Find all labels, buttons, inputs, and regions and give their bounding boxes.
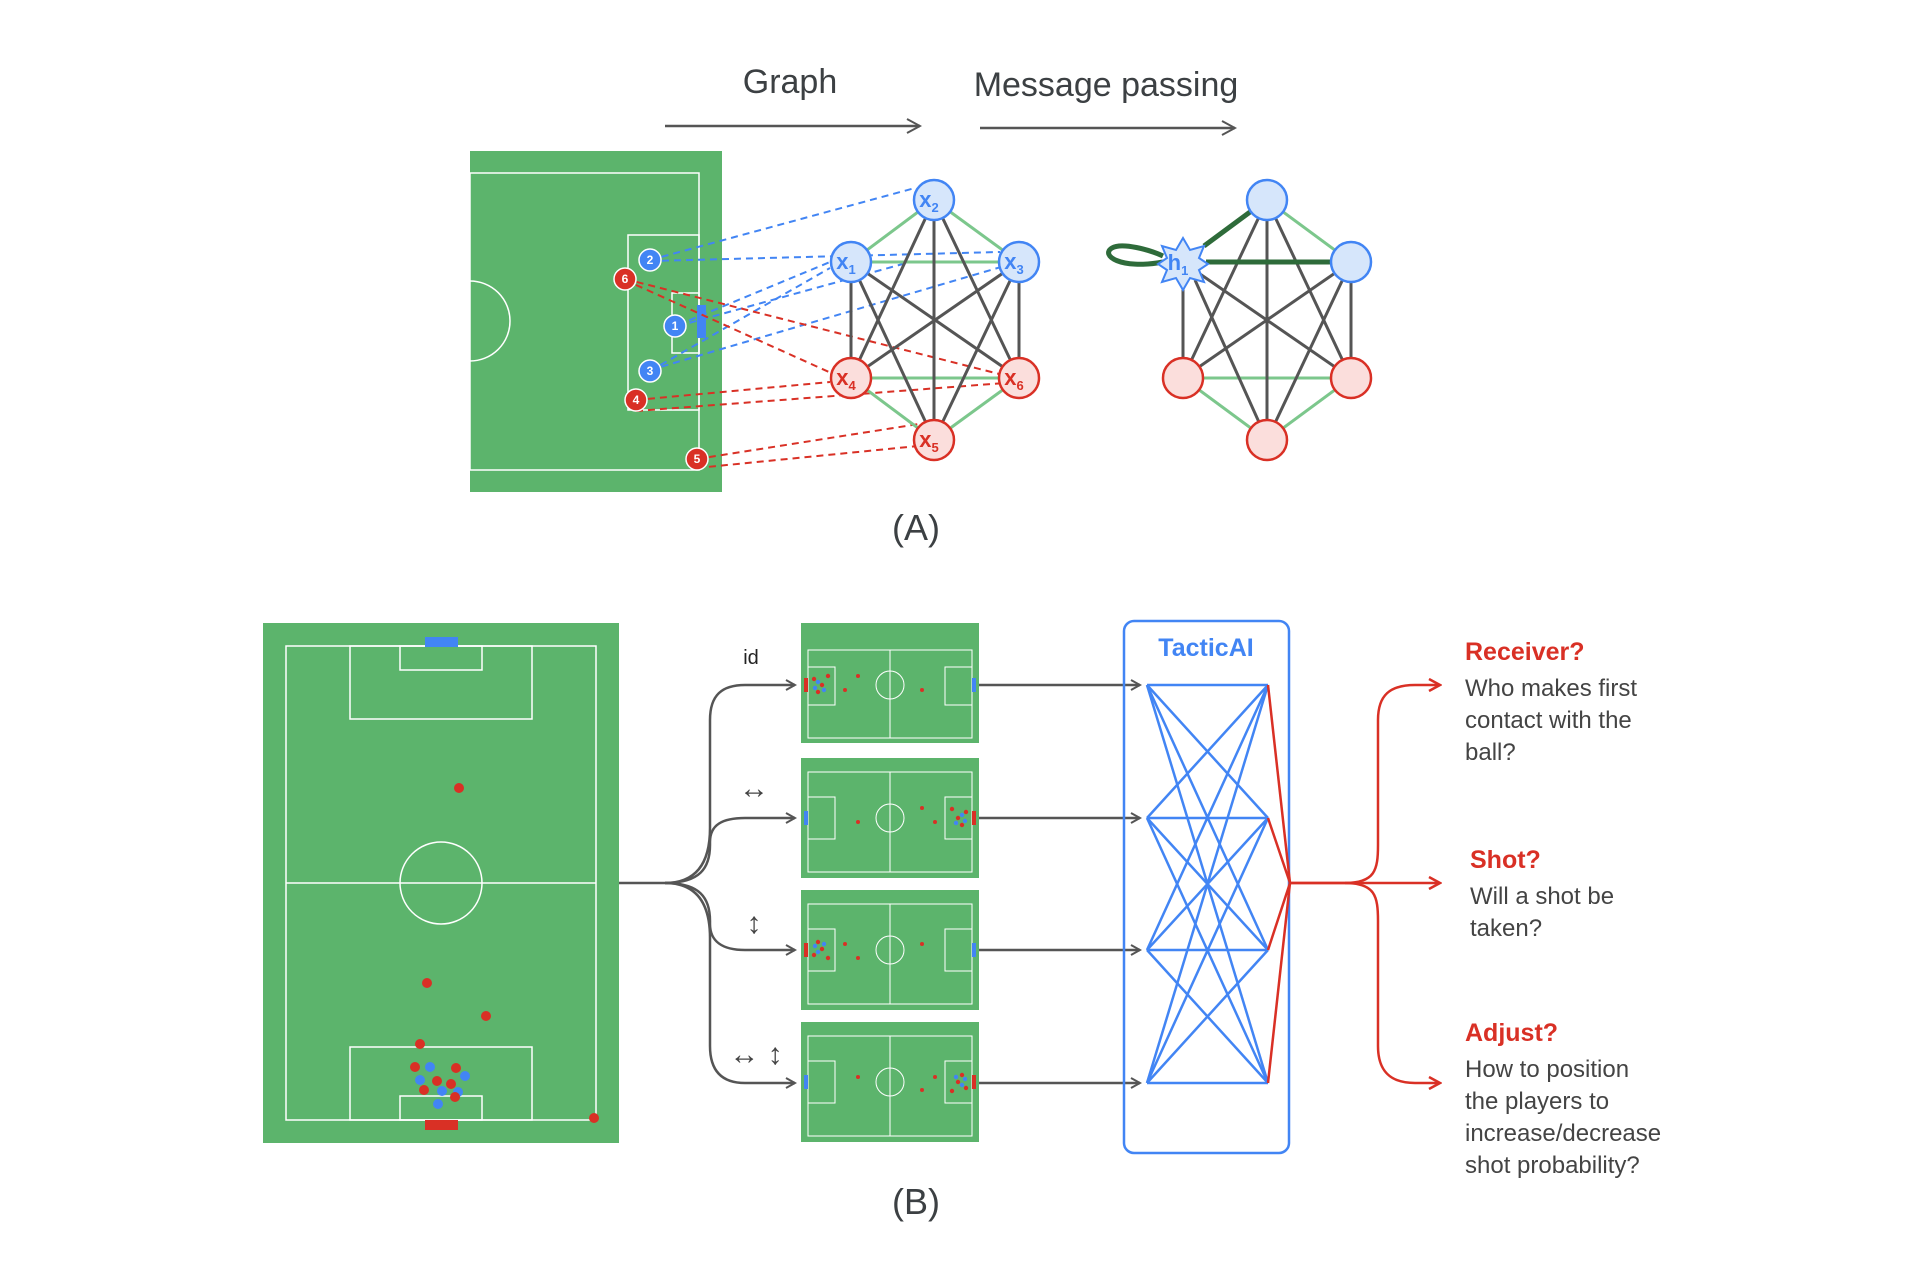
- svg-text:x5: x5: [919, 427, 938, 455]
- adjust-line-3: increase/decrease: [1465, 1120, 1661, 1147]
- branch-connectors: [619, 685, 795, 1083]
- mp-node-bottom: [1245, 418, 1289, 462]
- aug-both-label: ↔ ↕: [729, 1038, 782, 1071]
- input-graph: x2 x1 x3 x4 x6 x5: [829, 178, 1041, 462]
- node-x5: x5: [912, 418, 956, 462]
- node-x6: x6: [997, 356, 1041, 400]
- panel-a: Graph Message passing: [469, 63, 1373, 548]
- node-x3-var: x: [1004, 249, 1017, 274]
- node-x1-sub: 1: [849, 262, 856, 277]
- adjust-line-1: How to position: [1465, 1056, 1629, 1083]
- node-x4-sub: 4: [849, 378, 857, 393]
- goal: [697, 305, 706, 338]
- augmented-pitches: [801, 623, 979, 1142]
- node-h1-sub: 1: [1181, 263, 1188, 278]
- player-1: 1: [663, 314, 687, 338]
- aug-identity-label: id: [743, 647, 759, 669]
- caption-b: (B): [892, 1181, 940, 1222]
- player-3-number: 3: [647, 364, 654, 378]
- player-6-number: 6: [622, 272, 629, 286]
- player-5-number: 5: [694, 452, 701, 466]
- tacticai-model: TacticAI: [1122, 619, 1292, 1155]
- node-x1-var: x: [836, 249, 849, 274]
- input-arrows: [979, 685, 1140, 1083]
- mp-node-bottom-left: [1161, 356, 1205, 400]
- projection-lines: [624, 187, 1019, 469]
- graph-label: Graph: [743, 63, 838, 101]
- aug-hflip-label: ↔: [739, 772, 769, 805]
- message-passing-label: Message passing: [974, 66, 1239, 104]
- player-3: 3: [638, 359, 662, 383]
- node-x1: x1: [829, 240, 873, 284]
- player-markers: 2 6 1 3 4 5: [613, 248, 709, 471]
- tacticai-label: TacticAI: [1158, 634, 1253, 662]
- adjust-line-2: the players to: [1465, 1088, 1609, 1115]
- node-x4: x4: [829, 356, 873, 400]
- caption-a: (A): [892, 507, 940, 548]
- receiver-title: Receiver?: [1465, 638, 1585, 666]
- adjust-title: Adjust?: [1465, 1019, 1558, 1047]
- full-pitch-players: [410, 783, 599, 1123]
- player-6: 6: [613, 267, 637, 291]
- player-1-number: 1: [672, 319, 679, 333]
- graph-edges: [849, 198, 1021, 442]
- svg-text:x2: x2: [919, 187, 938, 215]
- output-aggregation: [1266, 684, 1292, 1084]
- mini-pitch-vflip: [801, 890, 979, 1010]
- shot-line-1: Will a shot be: [1470, 883, 1614, 910]
- mp-node-bottom-right: [1329, 356, 1373, 400]
- mp-node-right: [1329, 240, 1373, 284]
- mini-pitch-hflip: [801, 758, 979, 878]
- node-x6-var: x: [1004, 365, 1017, 390]
- network-edges: [1145, 683, 1270, 1085]
- svg-text:x4: x4: [836, 365, 856, 393]
- shot-line-2: taken?: [1470, 915, 1542, 942]
- node-x2-var: x: [919, 187, 932, 212]
- player-4-number: 4: [633, 393, 640, 407]
- node-x3-sub: 3: [1017, 262, 1024, 277]
- svg-text:h1: h1: [1168, 250, 1189, 278]
- node-x6-sub: 6: [1017, 378, 1024, 393]
- receiver-line-2: contact with the: [1465, 707, 1632, 734]
- player-2: 2: [638, 248, 662, 272]
- adjust-line-4: shot probability?: [1465, 1152, 1640, 1179]
- player-5: 5: [685, 447, 709, 471]
- node-x3: x3: [997, 240, 1041, 284]
- output-receiver: Receiver? Who makes first contact with t…: [1465, 638, 1637, 766]
- aug-vflip-label: ↕: [747, 907, 762, 940]
- player-4: 4: [624, 388, 648, 412]
- mini-pitch-id: [801, 623, 979, 743]
- full-pitch: [263, 623, 619, 1143]
- svg-text:x6: x6: [1004, 365, 1023, 393]
- svg-text:x1: x1: [836, 249, 855, 277]
- player-2-number: 2: [647, 253, 654, 267]
- node-x2-sub: 2: [932, 200, 939, 215]
- node-x4-var: x: [836, 365, 849, 390]
- panel-b: id ↔ ↕ ↔ ↕: [263, 619, 1661, 1222]
- top-goal: [425, 637, 458, 647]
- receiver-line-1: Who makes first: [1465, 675, 1637, 702]
- node-x2: x2: [912, 178, 956, 222]
- output-branches: [1290, 685, 1440, 1083]
- shot-title: Shot?: [1470, 846, 1541, 874]
- node-x5-var: x: [919, 427, 932, 452]
- incoming-messages: [1106, 209, 1331, 267]
- bottom-goal: [425, 1120, 458, 1130]
- mini-pitch-both: [801, 1022, 979, 1142]
- receiver-line-3: ball?: [1465, 739, 1516, 766]
- node-x5-sub: 5: [932, 440, 939, 455]
- node-h1-var: h: [1168, 250, 1181, 275]
- output-adjust: Adjust? How to position the players to i…: [1465, 1019, 1661, 1179]
- node-h1: h1: [1156, 236, 1210, 292]
- output-shot: Shot? Will a shot be taken?: [1470, 846, 1614, 942]
- mp-node-top: [1245, 178, 1289, 222]
- svg-text:x3: x3: [1004, 249, 1023, 277]
- message-passing-graph: h1: [1106, 178, 1373, 462]
